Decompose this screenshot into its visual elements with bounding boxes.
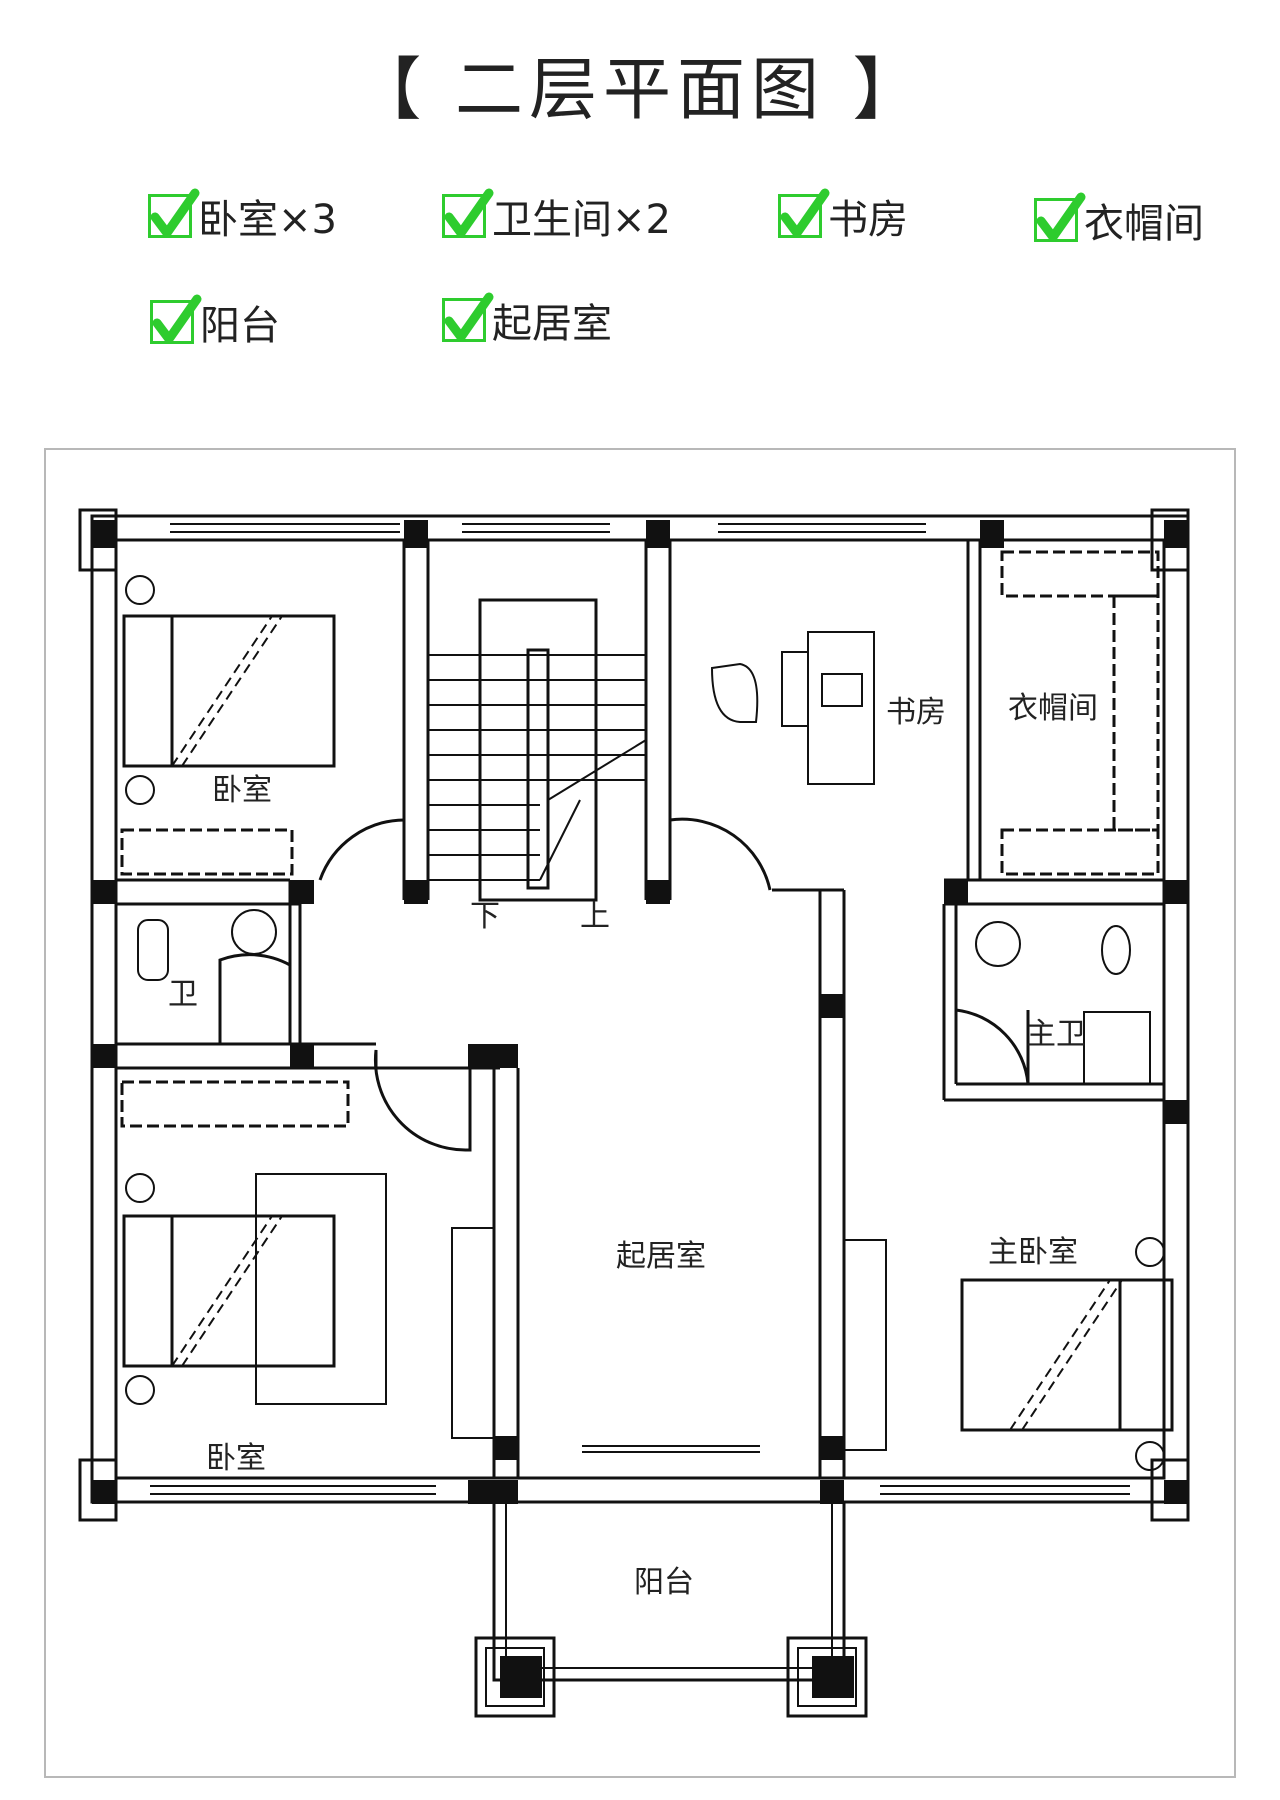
feature-label: 起居室: [492, 301, 612, 347]
room-label-study: 书房: [886, 695, 946, 730]
plan-frame: [44, 448, 1236, 1778]
room-label-bedroom-bottom: 卧室: [206, 1441, 266, 1476]
feature-label: 衣帽间: [1084, 201, 1204, 247]
feature-item: 卧室×3: [148, 186, 337, 246]
room-label-balcony: 阳台: [634, 1565, 694, 1600]
feature-item: 衣帽间: [1034, 190, 1204, 250]
check-icon: [148, 188, 200, 238]
room-label-master-bath: 主卫: [1026, 1017, 1086, 1052]
page-title: 【 二层平面图 】: [353, 51, 927, 130]
stair-label-down: 下: [470, 899, 500, 934]
feature-label: 书房: [828, 197, 908, 243]
feature-item: 卫生间×2: [442, 186, 671, 246]
check-icon: [778, 188, 830, 238]
room-label-bedroom-top: 卧室: [212, 773, 272, 808]
check-icon: [1034, 192, 1086, 242]
feature-item: 起居室: [442, 290, 612, 350]
room-label-bath-small: 卫: [168, 977, 198, 1012]
room-label-master-bedroom: 主卧室: [988, 1235, 1078, 1270]
feature-item: 书房: [778, 186, 908, 246]
check-icon: [442, 188, 494, 238]
stair-label-up: 上: [580, 899, 610, 934]
room-label-living: 起居室: [616, 1239, 706, 1274]
feature-label: 卧室×3: [198, 197, 337, 243]
feature-item: 阳台: [150, 292, 280, 352]
floor-plan: 卧室 卫 卧室 书房 衣帽间 主卫 起居室 主卧室 阳台 下 上: [78, 508, 1190, 1718]
feature-label: 阳台: [200, 303, 280, 349]
feature-label: 卫生间×2: [492, 197, 671, 243]
room-label-closet: 衣帽间: [1008, 691, 1098, 726]
check-icon: [150, 294, 202, 344]
check-icon: [442, 292, 494, 342]
